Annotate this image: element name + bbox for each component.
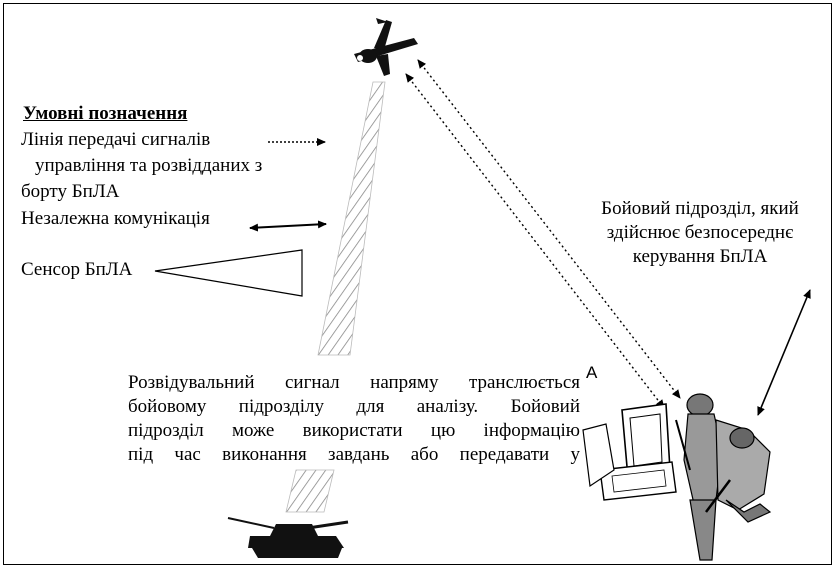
legend-signal-line-label-1: Лінія передачі сигналів xyxy=(21,129,211,150)
tank-icon xyxy=(227,517,349,558)
recon-line-4: під час виконання завдань або передавати… xyxy=(128,444,580,465)
recon-line-2: бойовому підрозділу для аналізу. Бойовий xyxy=(128,396,580,417)
independent-comm-arrow xyxy=(757,289,811,416)
legend-title: Умовні позначення xyxy=(23,103,188,124)
soldiers-icon xyxy=(675,393,772,561)
marker-letter-a: A xyxy=(586,363,598,382)
signal-lines xyxy=(405,59,681,409)
frame-border xyxy=(3,3,832,565)
legend-signal-line-label-3: борту БпЛА xyxy=(21,181,120,202)
control-station-icon xyxy=(582,403,677,501)
uav-icon xyxy=(354,18,418,76)
legend-sensor-label: Сенсор БпЛА xyxy=(21,259,133,280)
combat-unit-label: Бойовий підрозділ, який здійснює безпосе… xyxy=(601,198,799,267)
legend-comm-arrow-symbol xyxy=(249,220,327,232)
recon-line-3: підрозділ може використати цю інформацію xyxy=(128,420,580,441)
legend-sensor-symbol xyxy=(154,249,303,297)
legend-signal-line-label-2: управління та розвідданих з xyxy=(35,155,263,176)
sensor-beam xyxy=(285,81,386,513)
legend-comm-label: Незалежна комунікація xyxy=(21,208,210,229)
recon-line-1: Розвідувальний сигнал напряму транслюєть… xyxy=(128,372,580,393)
recon-description: Розвідувальний сигнал напряму транслюєть… xyxy=(128,371,580,467)
